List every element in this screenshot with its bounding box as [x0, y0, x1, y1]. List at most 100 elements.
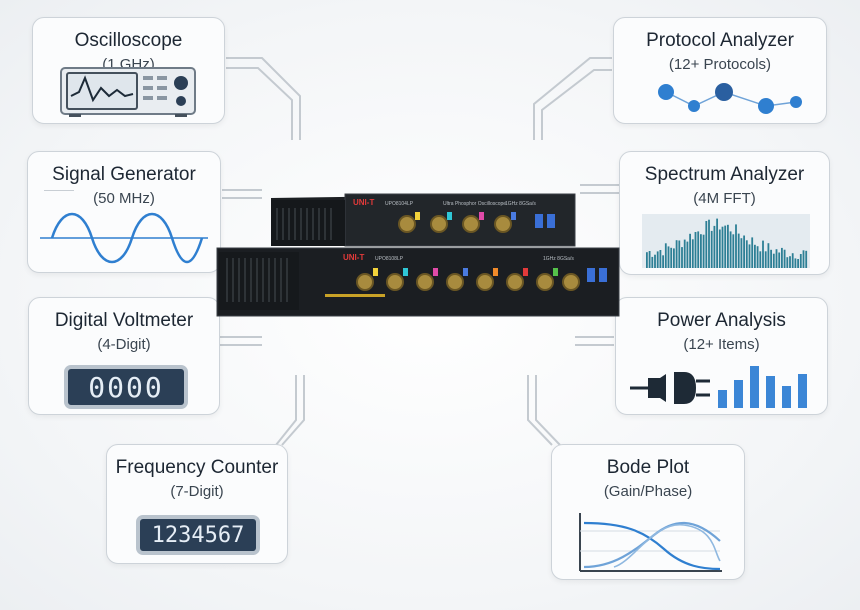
- spectrum-bar: [691, 239, 694, 268]
- spectrum-bar: [654, 254, 656, 268]
- spectrum-bar: [686, 241, 689, 268]
- spectrum-bar: [751, 237, 754, 268]
- device-rate-bottom: 1GHz 8GSa/s: [543, 256, 574, 262]
- spectrum-bar: [759, 251, 762, 268]
- spectrum-bar: [729, 231, 732, 268]
- spectrum-bar: [673, 248, 675, 268]
- digital-voltmeter-card[interactable]: Digital Voltmeter (4-Digit) 0000: [28, 297, 220, 415]
- spectrum-bar: [805, 250, 808, 268]
- network-nodes-icon: [658, 83, 802, 114]
- device-label-top: Ultra Phosphor Oscilloscope: [443, 201, 506, 207]
- spectrum-bar: [724, 225, 727, 268]
- frequency-counter-card[interactable]: Frequency Counter (7-Digit) 1234567: [106, 444, 288, 564]
- protocol-analyzer-title: Protocol Analyzer: [646, 30, 794, 51]
- spectrum-bar: [664, 243, 667, 268]
- frequency-counter-subtitle: (7-Digit): [170, 483, 224, 500]
- spectrum-bar: [705, 221, 708, 268]
- spectrum-bar: [648, 251, 651, 268]
- spectrum-bar: [781, 247, 783, 268]
- spectrum-bar: [748, 244, 751, 268]
- spectrum-bar: [659, 250, 662, 268]
- spectrum-bar: [802, 250, 805, 268]
- bar-chart-icon: [718, 366, 807, 408]
- bode-curves-icon: [579, 513, 722, 572]
- spectrum-bar: [786, 257, 789, 268]
- bode-plot-card[interactable]: Bode Plot (Gain/Phase): [551, 444, 745, 580]
- spectrum-bar: [716, 218, 718, 268]
- protocol-analyzer-subtitle: (12+ Protocols): [668, 56, 772, 73]
- spectrum-bar: [683, 239, 686, 268]
- spectrum-bar: [799, 254, 802, 268]
- spectrum-bar: [656, 251, 659, 268]
- spectrum-bar: [737, 233, 740, 268]
- digital-voltmeter-title: Digital Voltmeter: [54, 310, 194, 331]
- spectrum-bar: [727, 224, 729, 268]
- power-plug-icon: [630, 372, 710, 404]
- spectrum-bar: [797, 259, 799, 268]
- spectrum-bar: [762, 240, 764, 268]
- device-model-top: UPO8104LP: [385, 201, 414, 207]
- spectrum-bars-icon: [642, 214, 810, 268]
- spectrum-bar: [775, 249, 778, 268]
- bnc-connectors-top: [398, 212, 516, 233]
- spectrum-bar: [778, 252, 781, 268]
- signal-generator-subtitle: (50 MHz): [93, 190, 155, 207]
- sine-wave-icon: [40, 212, 208, 264]
- rack-unit-bottom: UNI-T UPO8108LP 1GHz 8GSa/s: [216, 247, 620, 317]
- spectrum-bar: [694, 232, 697, 268]
- spectrum-bar: [756, 246, 759, 268]
- spectrum-bar: [740, 238, 743, 268]
- spectrum-bar: [700, 234, 702, 268]
- signal-generator-title: Signal Generator: [52, 164, 196, 185]
- frequency-counter-title: Frequency Counter: [115, 457, 279, 478]
- spectrum-bar: [789, 256, 791, 268]
- spectrum-analyzer-card[interactable]: Spectrum Analyzer (4M FFT): [619, 151, 830, 275]
- spectrum-bar: [791, 253, 794, 268]
- spectrum-bar: [767, 243, 770, 268]
- spectrum-bar: [718, 229, 721, 268]
- spectrum-bar: [783, 249, 786, 268]
- spectrum-bar: [754, 244, 756, 268]
- device-model-bottom: UPO8108LP: [375, 256, 404, 262]
- spectrum-bar: [697, 231, 700, 268]
- spectrum-bar: [675, 240, 678, 268]
- spectrum-bar: [667, 246, 670, 268]
- protocol-analyzer-card[interactable]: Protocol Analyzer (12+ Protocols): [613, 17, 827, 124]
- signal-generator-card[interactable]: Signal Generator (50 MHz): [27, 151, 221, 273]
- spectrum-bar: [651, 256, 654, 268]
- spectrum-bar: [702, 234, 705, 268]
- counter-display: 1234567: [136, 515, 260, 555]
- spectrum-bar: [770, 249, 772, 268]
- oscilloscope-title: Oscilloscope: [74, 30, 183, 51]
- counter-reading: 1234567: [151, 522, 245, 548]
- spectrum-bar: [681, 247, 683, 268]
- power-analysis-subtitle: (12+ Items): [683, 336, 760, 353]
- oscilloscope-card[interactable]: Oscilloscope (1 GHz): [32, 17, 225, 124]
- spectrum-bar: [772, 253, 775, 268]
- power-analysis-title: Power Analysis: [657, 310, 786, 331]
- spectrum-bar: [708, 219, 710, 268]
- digital-voltmeter-subtitle: (4-Digit): [97, 336, 151, 353]
- spectrum-bar: [764, 251, 767, 268]
- spectrum-bar: [646, 252, 648, 268]
- oscilloscope-rack-units: UNI-T UPO8104LP Ultra Phosphor Oscillosc…: [216, 193, 620, 317]
- device-brand-bottom: UNI-T: [343, 253, 364, 262]
- bode-plot-subtitle: (Gain/Phase): [603, 483, 693, 500]
- spectrum-bar: [721, 226, 724, 268]
- spectrum-bar: [732, 234, 735, 268]
- device-brand-top: UNI-T: [353, 198, 374, 207]
- spectrum-bar: [713, 225, 716, 268]
- spectrum-analyzer-title: Spectrum Analyzer: [644, 164, 805, 185]
- device-rate-top: 1GHz 8GSa/s: [505, 201, 536, 207]
- spectrum-bar: [662, 255, 664, 268]
- bode-plot-title: Bode Plot: [606, 457, 690, 478]
- spectrum-analyzer-subtitle: (4M FFT): [693, 190, 756, 207]
- spectrum-bar: [670, 247, 673, 268]
- spectrum-bar: [743, 235, 745, 268]
- rack-unit-top: UNI-T UPO8104LP Ultra Phosphor Oscillosc…: [271, 193, 576, 247]
- power-analysis-card[interactable]: Power Analysis (12+ Items): [615, 297, 828, 415]
- spectrum-bar: [794, 258, 797, 268]
- spectrum-bar: [745, 240, 748, 268]
- voltmeter-display: 0000: [64, 365, 188, 409]
